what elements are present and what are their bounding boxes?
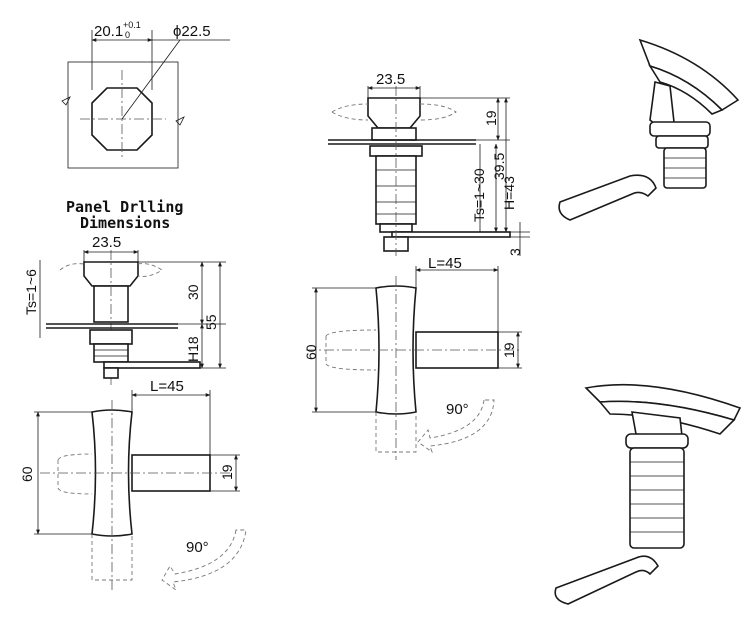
drill-diameter-label: ϕ22.5	[173, 23, 211, 40]
small-rotation-arrow	[161, 529, 247, 592]
small-front-height: 60	[19, 466, 35, 482]
large-front-cam-width: 19	[501, 342, 517, 358]
large-front-height: 60	[303, 344, 319, 360]
large-side-height-39: 39.5	[491, 153, 507, 180]
isometric-lock-bottom	[554, 383, 742, 605]
panel-drilling-view: 20.1 +0.1 0 ϕ22.5 Panel Drlling Dimensio…	[61, 20, 230, 232]
drill-width-tol-upper: +0.1	[123, 20, 141, 30]
small-side-height-55: 55	[203, 314, 219, 330]
small-front-view: L=45 60 19 90°	[19, 378, 247, 592]
large-side-height-h43: H=43	[501, 176, 517, 210]
small-front-cam-width: 19	[219, 464, 235, 480]
large-front-length: L=45	[428, 255, 462, 272]
large-side-head-width: 23.5	[376, 71, 405, 88]
isometric-lock-top	[558, 38, 740, 221]
small-side-head-width: 23.5	[92, 234, 121, 251]
large-side-head-height: 19	[483, 110, 499, 126]
large-front-view: L=45 60 19 90°	[303, 255, 522, 460]
large-side-cam-thickness: 3	[507, 248, 523, 256]
large-front-rotation: 90°	[446, 401, 469, 418]
small-front-rotation: 90°	[186, 539, 209, 556]
small-front-length: L=45	[150, 378, 184, 395]
large-side-view: 23.5 19 H=43 39.5 Ts=1~30 3	[328, 71, 530, 256]
drilling-title-line2: Dimensions	[80, 214, 170, 232]
drilling-title-line1: Panel Drlling	[66, 198, 183, 216]
small-side-height-h18: H18	[185, 336, 201, 362]
small-side-height-30: 30	[185, 284, 201, 300]
small-side-view: 23.5 30 55 H18 Ts=1~6	[23, 234, 226, 385]
drill-width-label: 20.1	[94, 23, 123, 40]
large-rotation-arrow	[417, 399, 495, 454]
large-side-panel-thickness: Ts=1~30	[471, 168, 487, 222]
drill-width-tol-lower: 0	[125, 30, 130, 40]
small-side-panel-thickness: Ts=1~6	[23, 269, 39, 315]
